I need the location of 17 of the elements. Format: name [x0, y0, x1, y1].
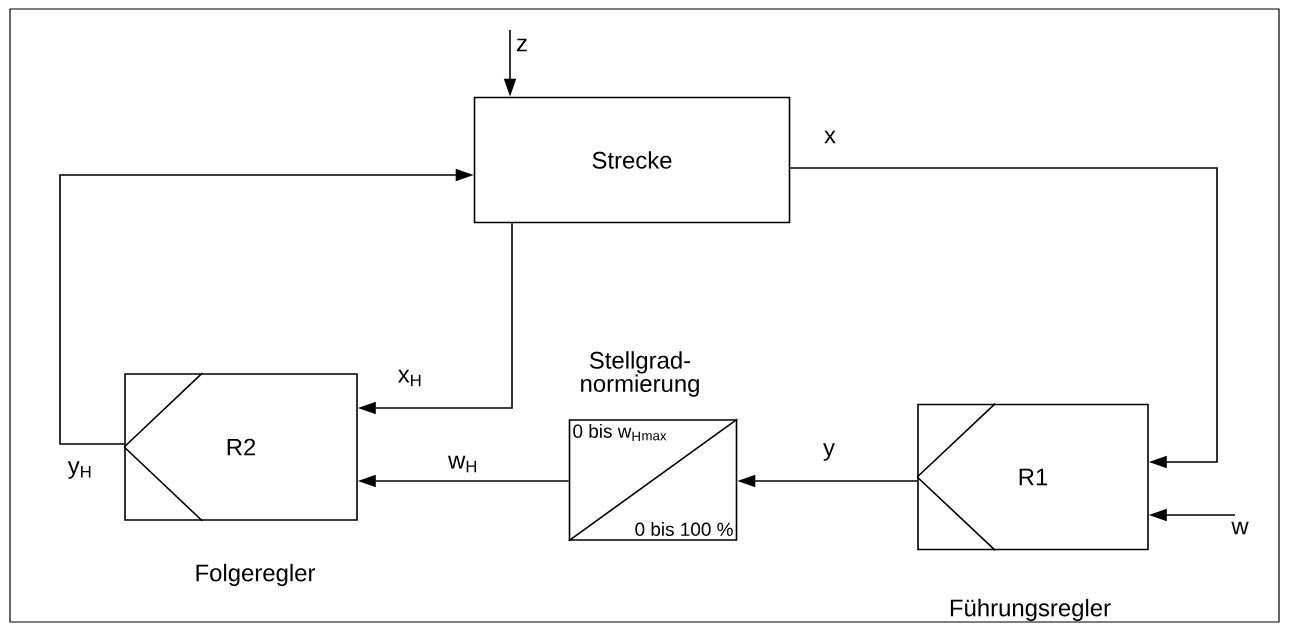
process-box: Strecke — [473, 96, 791, 224]
box-heading: Stellgrad- normierung — [581, 351, 699, 397]
range-label: 0 bis 100 % — [635, 522, 733, 536]
controller-box: R2 — [123, 372, 358, 522]
arrow — [789, 167, 1218, 469]
range-label: 0 bis w$_{Hmax}$ — [573, 424, 667, 441]
signal-label: w — [1230, 520, 1250, 536]
signal-label: x — [823, 129, 837, 145]
controller-caption: Führungsregler — [950, 598, 1111, 622]
controller-caption: Folgeregler — [196, 563, 316, 587]
signal-label: x$_{H}$ — [396, 368, 424, 388]
controller-box: R1 — [916, 402, 1149, 552]
signal-label: w$_{H}$ — [447, 454, 479, 474]
signal-label: y$_{H}$ — [66, 460, 94, 480]
converter-box — [567, 418, 739, 542]
signal-label: z — [515, 37, 529, 53]
signal-label: y — [822, 442, 836, 462]
